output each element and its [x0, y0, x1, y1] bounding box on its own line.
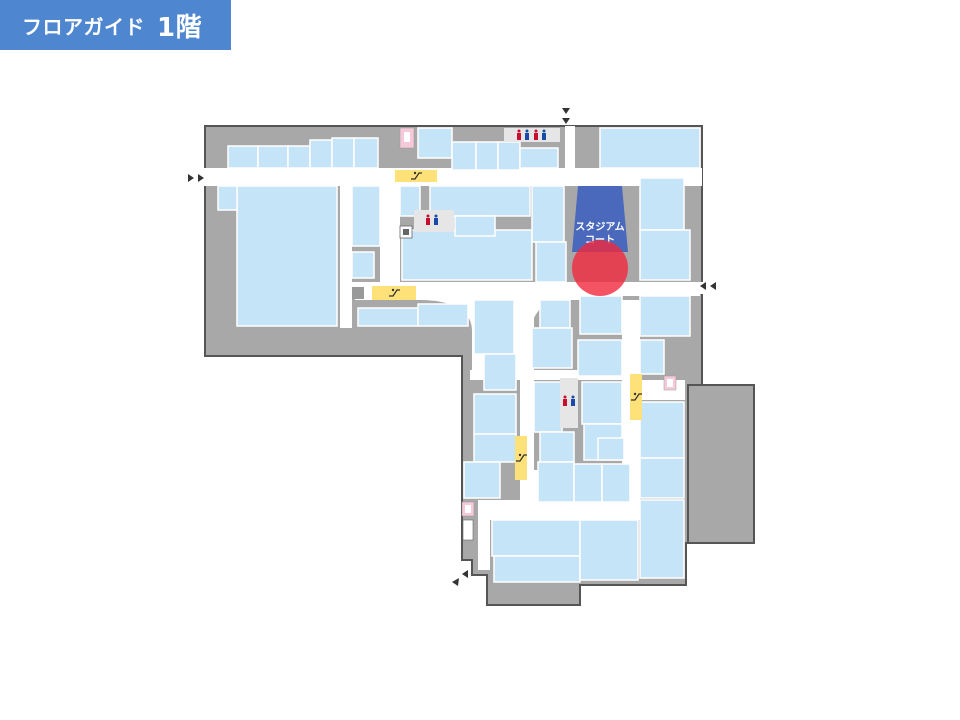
entrance-arrow-icon: [452, 570, 468, 586]
restrooms: [414, 128, 578, 428]
escalator-right: [630, 374, 643, 420]
info-icon: [352, 287, 364, 299]
restroom-lower: [560, 378, 578, 428]
restroom-center: [414, 210, 454, 232]
elevators: [352, 127, 677, 541]
title-text: フロアガイド: [22, 14, 145, 39]
current-location-marker: [572, 240, 628, 296]
elevator-icon: [465, 505, 471, 513]
escalator-top: [395, 170, 437, 182]
escalator-mid-left: [372, 286, 416, 300]
elevator-center: [399, 225, 413, 239]
entrance-arrow-icon: [188, 174, 204, 182]
stairs-icon: [462, 519, 474, 541]
elevator-icon: [404, 132, 410, 142]
elevator-right: [663, 375, 677, 391]
escalators: [372, 170, 643, 480]
escalator-bottom-left: [515, 436, 528, 480]
elevator-top: [399, 127, 415, 149]
entrance-arrow-icon: [700, 282, 716, 290]
floor-guide-title: フロアガイド 1階: [0, 0, 231, 50]
entrance-arrow-icon: [562, 108, 570, 124]
elevator-icon: [403, 229, 409, 235]
shops: [217, 127, 701, 583]
floor-number: 1階: [157, 12, 203, 43]
entrance-arrows: [188, 108, 716, 586]
elevator-icon: [667, 379, 673, 387]
restroom-top: [504, 128, 560, 142]
court-label-line1: スタジアム: [575, 221, 624, 233]
elevator-bottom: [461, 501, 475, 541]
